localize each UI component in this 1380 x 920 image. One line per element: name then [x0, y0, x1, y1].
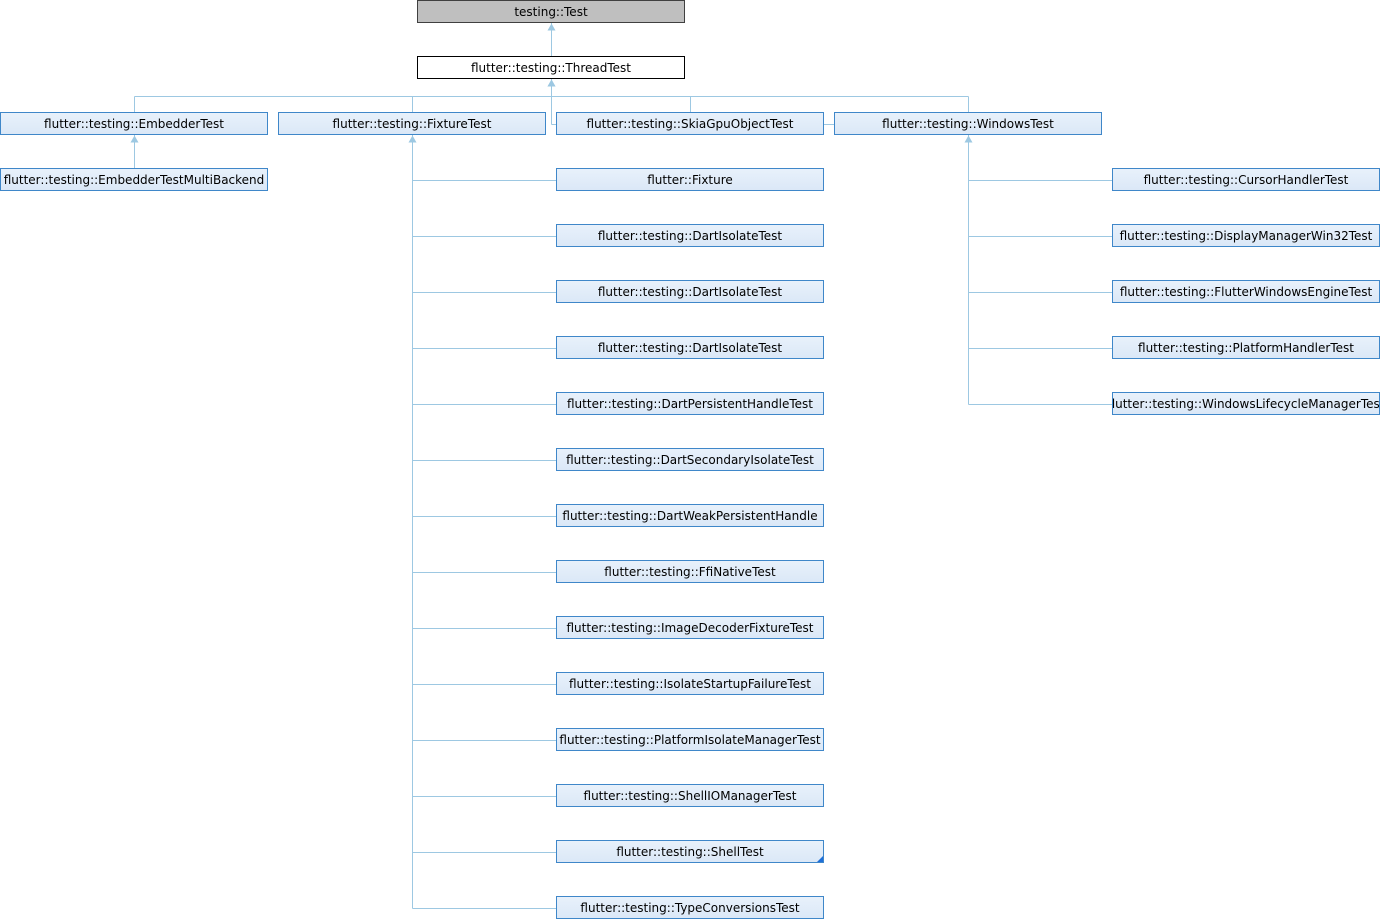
class-node-label: flutter::testing::IsolateStartupFailureT…: [568, 676, 811, 691]
class-node-label: flutter::testing::DartSecondaryIsolateTe…: [566, 452, 814, 467]
class-node-dartisolate2[interactable]: flutter::testing::DartIsolateTest: [556, 280, 824, 303]
class-node-label: flutter::testing::DartWeakPersistentHand…: [562, 508, 818, 523]
class-node-platformhandler[interactable]: flutter::testing::PlatformHandlerTest: [1112, 336, 1380, 359]
class-node-label: flutter::testing::DartPersistentHandleTe…: [567, 396, 813, 411]
class-node-label: flutter::testing::ImageDecoderFixtureTes…: [566, 620, 814, 635]
class-node-platformisolate[interactable]: flutter::testing::PlatformIsolateManager…: [556, 728, 824, 751]
class-node-label: flutter::testing::PlatformIsolateManager…: [559, 732, 821, 747]
class-node-isolatestartup[interactable]: flutter::testing::IsolateStartupFailureT…: [556, 672, 824, 695]
class-node-label: flutter::testing::FfiNativeTest: [604, 564, 776, 579]
arrowhead-threadtest: [547, 79, 556, 87]
arrowhead-threadtest: [547, 23, 556, 31]
class-node-label: testing::Test: [514, 4, 588, 19]
class-node-label: flutter::testing::PlatformHandlerTest: [1138, 340, 1354, 355]
class-node-fixture[interactable]: flutter::Fixture: [556, 168, 824, 191]
class-node-shelltest[interactable]: flutter::testing::ShellTest: [556, 840, 824, 863]
class-node-fixturetest[interactable]: flutter::testing::FixtureTest: [278, 112, 546, 135]
class-node-label: flutter::testing::DisplayManagerWin32Tes…: [1119, 228, 1373, 243]
class-node-test: testing::Test: [417, 0, 685, 23]
class-node-dartisolate1[interactable]: flutter::testing::DartIsolateTest: [556, 224, 824, 247]
class-node-embeddertest[interactable]: flutter::testing::EmbedderTest: [0, 112, 268, 135]
class-node-label: flutter::testing::SkiaGpuObjectTest: [586, 116, 794, 131]
arrowhead-embeddermulti: [130, 135, 139, 143]
class-node-label: flutter::testing::DartIsolateTest: [597, 340, 783, 355]
class-node-label: flutter::testing::WindowsTest: [882, 116, 1054, 131]
more-subclasses-icon: [817, 856, 823, 862]
class-node-label: flutter::testing::TypeConversionsTest: [580, 900, 800, 915]
class-node-windowslifecycle[interactable]: flutter::testing::WindowsLifecycleManage…: [1112, 392, 1380, 415]
class-node-label: flutter::testing::ThreadTest: [470, 60, 632, 75]
class-node-label: flutter::testing::ShellTest: [616, 844, 764, 859]
class-node-label: flutter::testing::DartIsolateTest: [597, 284, 783, 299]
class-node-displaymanager[interactable]: flutter::testing::DisplayManagerWin32Tes…: [1112, 224, 1380, 247]
class-node-windowstest[interactable]: flutter::testing::WindowsTest: [834, 112, 1102, 135]
class-node-label: flutter::testing::DartIsolateTest: [597, 228, 783, 243]
class-node-flutterwindowsengine[interactable]: flutter::testing::FlutterWindowsEngineTe…: [1112, 280, 1380, 303]
class-node-label: flutter::testing::FixtureTest: [332, 116, 492, 131]
class-node-shellio[interactable]: flutter::testing::ShellIOManagerTest: [556, 784, 824, 807]
class-node-dartsecondary[interactable]: flutter::testing::DartSecondaryIsolateTe…: [556, 448, 824, 471]
class-node-label: flutter::testing::WindowsLifecycleManage…: [1112, 396, 1380, 411]
class-node-cursorhandler[interactable]: flutter::testing::CursorHandlerTest: [1112, 168, 1380, 191]
class-node-skiagpu[interactable]: flutter::testing::SkiaGpuObjectTest: [556, 112, 824, 135]
arrowhead-windowstest: [964, 135, 973, 143]
class-node-label: flutter::testing::EmbedderTest: [44, 116, 224, 131]
class-node-dartweak[interactable]: flutter::testing::DartWeakPersistentHand…: [556, 504, 824, 527]
class-node-label: flutter::Fixture: [647, 172, 733, 187]
class-node-label: flutter::testing::CursorHandlerTest: [1143, 172, 1349, 187]
class-node-embeddermulti[interactable]: flutter::testing::EmbedderTestMultiBacke…: [0, 168, 268, 191]
class-node-typeconv[interactable]: flutter::testing::TypeConversionsTest: [556, 896, 824, 919]
arrowhead-fixturetest: [408, 135, 417, 143]
class-node-threadtest: flutter::testing::ThreadTest: [417, 56, 685, 79]
class-node-label: flutter::testing::FlutterWindowsEngineTe…: [1119, 284, 1373, 299]
class-node-ffinative[interactable]: flutter::testing::FfiNativeTest: [556, 560, 824, 583]
class-node-label: flutter::testing::ShellIOManagerTest: [583, 788, 797, 803]
class-node-label: flutter::testing::EmbedderTestMultiBacke…: [3, 172, 265, 187]
class-node-dartisolate3[interactable]: flutter::testing::DartIsolateTest: [556, 336, 824, 359]
class-node-imagedecoder[interactable]: flutter::testing::ImageDecoderFixtureTes…: [556, 616, 824, 639]
class-node-dartpersistent[interactable]: flutter::testing::DartPersistentHandleTe…: [556, 392, 824, 415]
